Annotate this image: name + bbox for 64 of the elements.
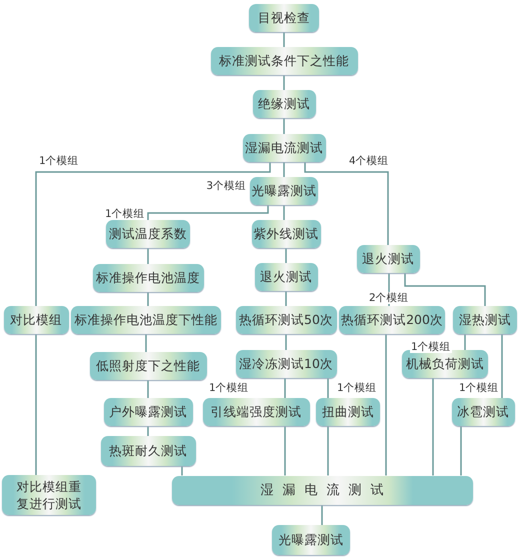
connector-line [464,334,466,350]
connector-line [460,426,462,476]
connector-line [284,426,286,476]
edge-label: 4个模组 [348,155,390,167]
process-box: 目视检查 [249,4,319,32]
process-box: 退火测试 [254,263,318,291]
process-box: 标准操作电池温度下性能 [71,306,221,334]
process-box: 对比模组 [4,306,68,334]
connector-line [145,334,147,352]
connector-line [432,378,434,476]
connector-line [404,273,486,306]
process-box: 热循环测试50次 [236,306,336,334]
process-box: 对比模组重复进行测试 [2,475,96,515]
process-box: 热斑耐久测试 [100,436,196,466]
connector-line [147,426,149,436]
connector-line [285,291,287,306]
connector-line [283,162,285,177]
edge-label: 1个模组 [336,382,378,394]
edge-label: 1个模组 [38,155,80,167]
process-box: 退火测试 [356,245,420,273]
process-box: 机械负荷测试 [402,350,488,378]
process-box: 紫外线测试 [252,220,320,248]
process-box: 湿漏电流测试 [242,134,326,162]
connector-line [283,205,285,220]
process-box: 湿冷冻测试10次 [236,350,336,378]
connector-line [147,248,149,264]
process-bar: 湿漏电流测试 [172,476,472,504]
connector-line [284,378,286,398]
connector-line [147,380,149,398]
process-box: 光曝露测试 [250,177,318,205]
edge-label: 1个模组 [410,341,452,353]
connector-line [283,118,285,134]
connector-line [327,378,329,398]
process-box: 低照射度下之性能 [90,352,206,380]
connector-line [285,248,287,263]
process-box: 测试温度系数 [106,220,190,248]
connector-line [283,75,285,90]
connector-line [327,426,329,476]
process-box: 引线端强度测试 [202,398,310,426]
edge-label: 2个模组 [368,292,410,304]
process-box: 绝缘测试 [252,90,316,118]
process-box: 标准操作电池温度 [92,264,204,292]
connector-line [147,292,149,306]
process-box: 光曝露测试 [272,525,350,555]
connector-line [35,162,271,306]
process-box: 标准测试条件下之性能 [210,47,358,75]
process-box: 湿热测试 [453,306,517,334]
edge-label: 1个模组 [208,382,250,394]
process-box: 扭曲测试 [316,398,380,426]
connector-line [501,334,503,398]
edge-label: 1个模组 [458,382,500,394]
process-box: 热循环测试200次 [339,306,445,334]
connector-line [181,466,183,476]
connector-line [385,334,387,476]
connector-line [35,334,37,475]
connector-line [321,504,323,525]
connector-line [304,162,389,245]
node-note: 3个模组 [205,180,247,192]
process-box: 冰雹测试 [452,398,514,426]
connector-line [283,32,285,47]
edge-label: 1个模组 [104,208,146,220]
process-box: 户外曝露测试 [104,398,192,426]
connector-line [285,334,287,350]
connector-line [147,205,269,220]
